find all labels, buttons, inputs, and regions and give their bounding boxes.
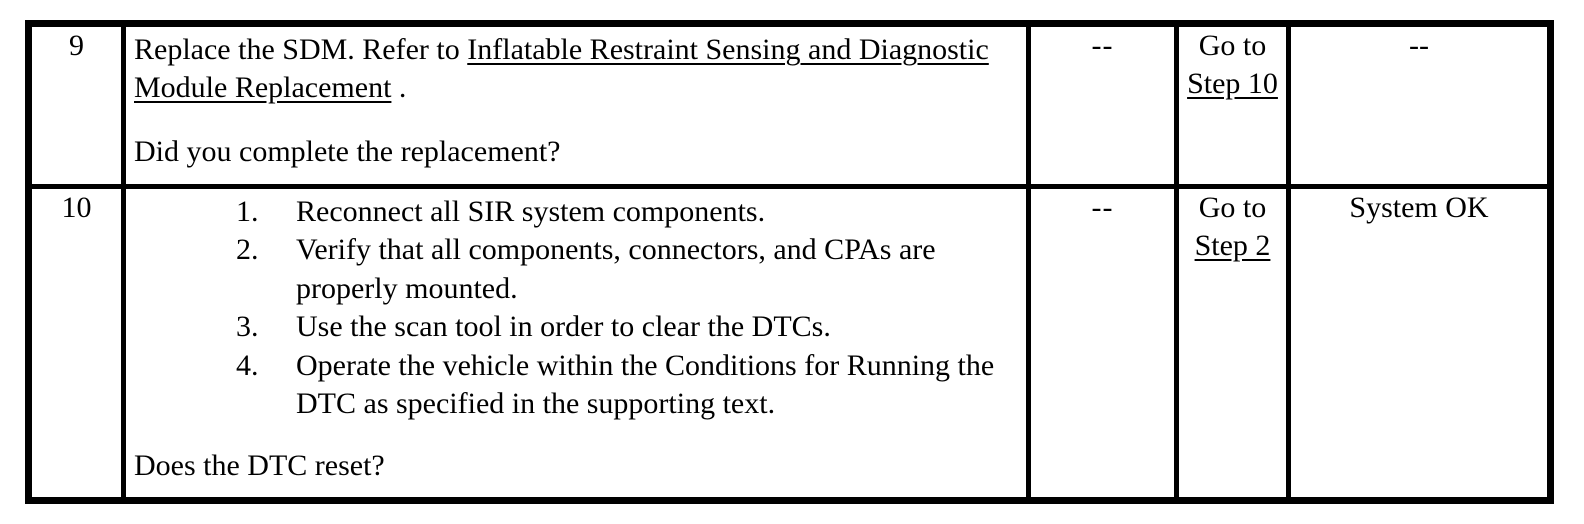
action-list: Reconnect all SIR system components. Ver…: [134, 193, 1018, 423]
sdm-replacement-link[interactable]: Inflatable Restraint Sensing and Diagnos…: [134, 33, 989, 105]
action-question: Did you complete the replacement?: [134, 134, 561, 168]
yes-cell: Go to Step 10: [1174, 21, 1291, 189]
action-text: Replace the SDM. Refer to Inflatable Res…: [134, 31, 1018, 108]
goto-step-2-link[interactable]: Step 2: [1194, 229, 1271, 263]
no-cell: System OK: [1286, 184, 1553, 503]
action-cell: Replace the SDM. Refer to Inflatable Res…: [121, 21, 1031, 189]
list-item: Use the scan tool in order to clear the …: [236, 308, 831, 347]
goto-prefix: Go to: [1198, 191, 1267, 225]
diagnostic-table: 9 Replace the SDM. Refer to Inflatable R…: [25, 20, 1554, 504]
value-cell: --: [1026, 184, 1179, 503]
list-item: Operate the vehicle within the Condition…: [236, 347, 995, 420]
list-item: Reconnect all SIR system components.: [236, 193, 766, 232]
goto-step-10-link[interactable]: Step 10: [1187, 67, 1278, 101]
action-question: Does the DTC reset?: [134, 448, 385, 482]
action-text-before: Replace the SDM. Refer to: [134, 33, 468, 66]
step-number: 10: [26, 184, 126, 503]
action-text-after: .: [391, 71, 407, 105]
table-row-step-10: 10 Reconnect all SIR system components. …: [26, 184, 1553, 503]
value-cell: --: [1026, 21, 1179, 189]
step-number: 9: [26, 21, 126, 189]
yes-cell: Go to Step 2: [1174, 184, 1291, 503]
action-cell: Reconnect all SIR system components. Ver…: [121, 184, 1031, 503]
goto-prefix: Go to: [1198, 29, 1267, 62]
list-item: Verify that all components, connectors, …: [236, 231, 936, 305]
table-row-step-9: 9 Replace the SDM. Refer to Inflatable R…: [26, 21, 1553, 189]
no-cell: --: [1286, 21, 1553, 189]
